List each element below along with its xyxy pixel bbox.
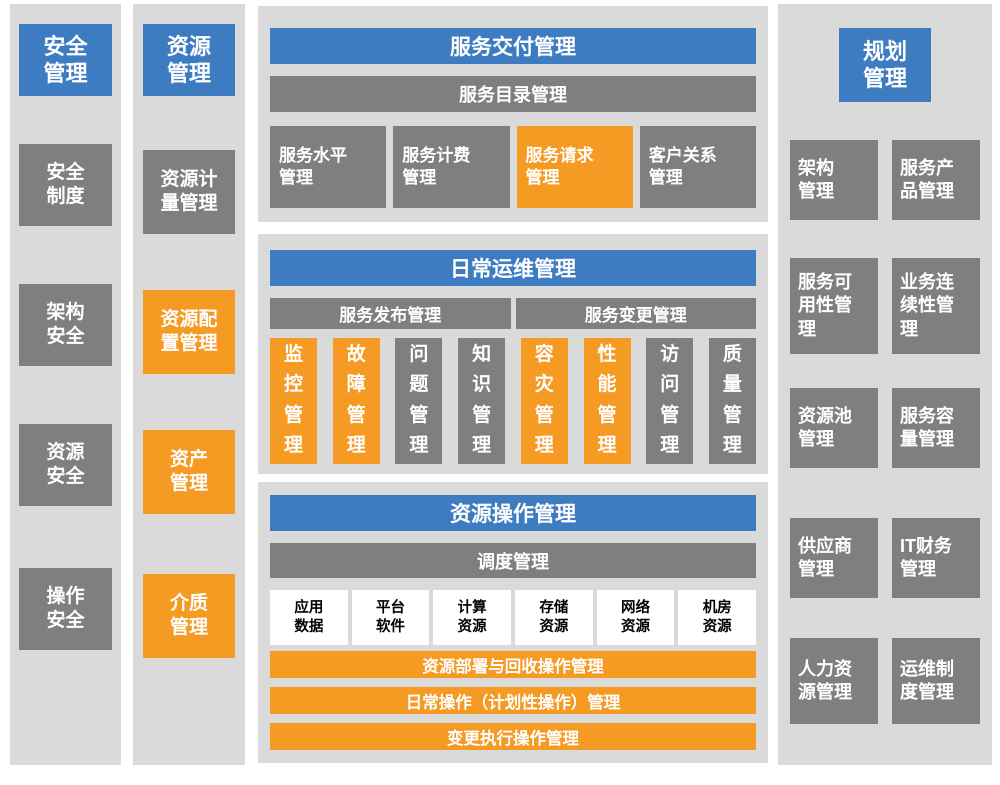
platform-software-box: 平台 软件: [351, 590, 430, 645]
routine-planned-operations-bar: 日常操作（计划性操作）管理: [270, 687, 756, 714]
service-availability-box: 服务可 用性管 理: [790, 258, 878, 354]
media-management-box: 介质 管理: [143, 574, 235, 658]
architecture-security-box: 架构 安全: [19, 284, 112, 366]
resource-operations-title: 资源操作管理: [270, 495, 756, 531]
security-management-header: 安全 管理: [19, 24, 112, 96]
resource-pool-management-box: 资源池 管理: [790, 388, 878, 468]
service-billing-box: 服务计费 管理: [393, 126, 510, 208]
planning-management-column: 规划 管理 架构 管理 服务产 品管理 服务可 用性管 理 业务连 续性管 理 …: [778, 4, 992, 765]
knowledge-management-box: 知 识 管 理: [458, 338, 506, 464]
asset-management-box: 资产 管理: [143, 430, 235, 514]
change-execution-operations-bar: 变更执行操作管理: [270, 723, 756, 750]
compute-resource-box: 计算 资源: [433, 590, 512, 645]
daily-operations-panel: 日常运维管理 服务发布管理 服务变更管理 监 控 管 理 故 障 管 理 问 题…: [258, 234, 768, 474]
service-delivery-panel: 服务交付管理 服务目录管理 服务水平 管理 服务计费 管理 服务请求 管理 客户…: [258, 6, 768, 222]
service-capacity-management-box: 服务容 量管理: [892, 388, 980, 468]
service-product-management-box: 服务产 品管理: [892, 140, 980, 220]
resource-operations-panel: 资源操作管理 调度管理 应用 数据 平台 软件 计算 资源 存储 资源 网络 资…: [258, 482, 768, 763]
resource-security-box: 资源 安全: [19, 424, 112, 506]
disaster-recovery-box: 容 灾 管 理: [520, 338, 568, 464]
planning-management-header: 规划 管理: [839, 28, 931, 102]
performance-management-box: 性 能 管 理: [583, 338, 631, 464]
network-resource-box: 网络 资源: [596, 590, 675, 645]
security-policy-box: 安全 制度: [19, 144, 112, 226]
service-release-bar: 服务发布管理: [270, 298, 511, 329]
service-delivery-row: 服务水平 管理 服务计费 管理 服务请求 管理 客户关系 管理: [270, 126, 756, 208]
business-continuity-box: 业务连 续性管 理: [892, 258, 980, 354]
storage-resource-box: 存储 资源: [515, 590, 593, 645]
resource-metering-box: 资源计 量管理: [143, 150, 235, 234]
access-management-box: 访 问 管 理: [646, 338, 694, 464]
service-change-bar: 服务变更管理: [515, 298, 756, 329]
quality-management-box: 质 量 管 理: [708, 338, 756, 464]
app-data-box: 应用 数据: [270, 590, 348, 645]
human-resources-management-box: 人力资 源管理: [790, 638, 878, 724]
problem-management-box: 问 题 管 理: [395, 338, 443, 464]
service-request-box: 服务请求 管理: [516, 126, 633, 208]
daily-operations-row: 监 控 管 理 故 障 管 理 问 题 管 理 知 识 管 理 容 灾 管 理 …: [270, 338, 756, 464]
resource-configuration-box: 资源配 置管理: [143, 290, 235, 374]
resource-management-column: 资源 管理 资源计 量管理 资源配 置管理 资产 管理 介质 管理: [133, 4, 245, 765]
resource-types-row: 应用 数据 平台 软件 计算 资源 存储 资源 网络 资源 机房 资源: [270, 590, 757, 645]
datacenter-resource-box: 机房 资源: [678, 590, 757, 645]
scheduling-management-bar: 调度管理: [270, 543, 756, 578]
ops-policy-management-box: 运维制 度管理: [892, 638, 980, 724]
operation-security-box: 操作 安全: [19, 568, 112, 650]
architecture-management-box: 架构 管理: [790, 140, 878, 220]
fault-management-box: 故 障 管 理: [332, 338, 380, 464]
daily-operations-bars: 服务发布管理 服务变更管理: [270, 298, 756, 329]
deploy-reclaim-operations-bar: 资源部署与回收操作管理: [270, 651, 756, 678]
monitoring-box: 监 控 管 理: [270, 338, 317, 464]
it-finance-management-box: IT财务 管理: [892, 518, 980, 598]
daily-operations-title: 日常运维管理: [270, 250, 756, 286]
service-delivery-title: 服务交付管理: [270, 28, 756, 64]
service-level-box: 服务水平 管理: [270, 126, 387, 208]
customer-relationship-box: 客户关系 管理: [639, 126, 756, 208]
security-management-column: 安全 管理 安全 制度 架构 安全 资源 安全 操作 安全: [10, 4, 121, 765]
resource-management-header: 资源 管理: [143, 24, 235, 96]
supplier-management-box: 供应商 管理: [790, 518, 878, 598]
service-catalog-bar: 服务目录管理: [270, 76, 756, 112]
